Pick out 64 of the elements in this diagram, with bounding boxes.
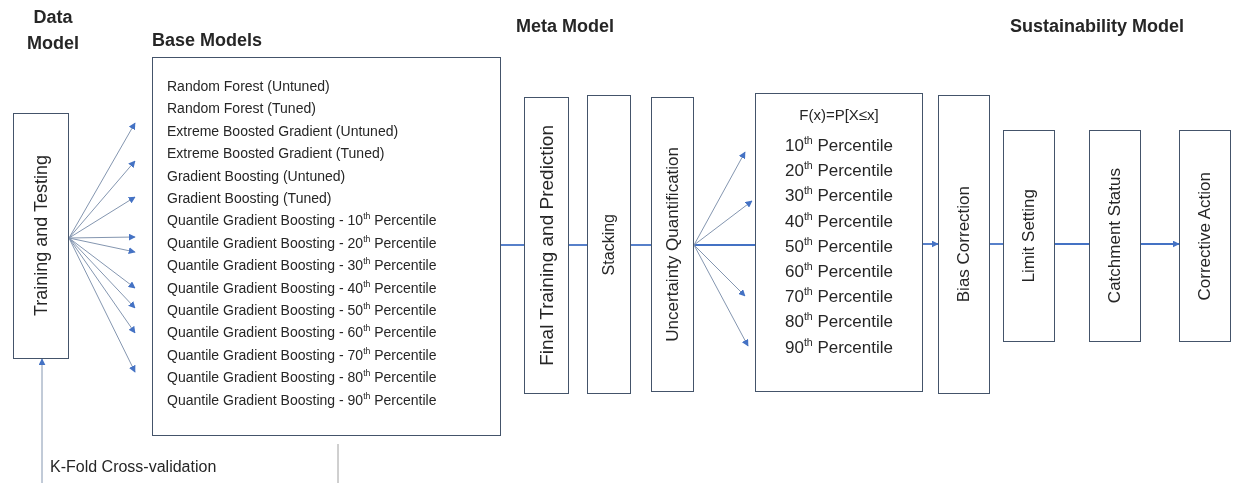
step-label: Uncertainty Quantification: [662, 147, 683, 342]
model-name: Extreme Boosted Gradient (Tuned): [167, 144, 386, 164]
step-label: Corrective Action: [1195, 171, 1215, 301]
percentile-label: 70$^{th}$ Percentile: [784, 284, 893, 309]
model-name: Random Forest (Tuned): [167, 99, 317, 119]
percentile-label: 90$^{th}$ Percentile: [784, 334, 893, 359]
model-name: Quantile Gradient Boosting - 10$^{th}$ Percentile: [167, 210, 438, 231]
arrow: [38, 358, 46, 483]
arrow: [693, 244, 746, 297]
model-list-box: [152, 57, 501, 436]
model-name: Quantile Gradient Boosting - 90$^{th}$ Percentile: [167, 390, 438, 410]
percentile-label: 80$^{th}$ Percentile: [784, 309, 893, 334]
step-label: Stacking: [600, 213, 618, 276]
section-heading: Data Model: [26, 6, 80, 55]
process-box: [1089, 130, 1141, 342]
note-text: K-Fold Cross-validation: [50, 458, 217, 476]
arrow: [68, 237, 136, 255]
section-heading: Base Models: [152, 30, 263, 51]
model-name: Quantile Gradient Boosting - 70$^{th}$ Percentile: [167, 345, 438, 365]
process-box: [13, 113, 69, 359]
formula: F(x)=P[X≤x]: [799, 106, 879, 123]
arrow: [68, 237, 136, 334]
percentile-label: 30$^{th}$ Percentile: [784, 183, 893, 208]
step-label: Training and Testing: [30, 155, 52, 317]
arrow: [68, 233, 136, 241]
model-name: Quantile Gradient Boosting - 40$^{th}$ Percentile: [167, 278, 438, 298]
step-label: Catchment Status: [1105, 168, 1125, 304]
process-box: [651, 97, 694, 392]
percentile-label: 40$^{th}$ Percentile: [784, 208, 893, 233]
arrow: [68, 237, 136, 309]
model-name: Random Forest (Untuned): [167, 77, 331, 96]
arrow: [68, 160, 136, 239]
model-name: Quantile Gradient Boosting - 50$^{th}$ Percentile: [167, 300, 438, 321]
arrow: [693, 244, 749, 347]
section-heading: Meta Model: [516, 16, 614, 37]
section-heading: Sustainability Model: [1010, 16, 1185, 37]
process-box: [1003, 130, 1055, 342]
arrow: [922, 240, 939, 248]
arrow: [693, 151, 746, 246]
process-box: [587, 95, 631, 394]
process-box: [1179, 130, 1231, 342]
arrow: [68, 237, 136, 373]
percentile-label: 10$^{th}$ Percentile: [784, 133, 893, 157]
model-name: Extreme Boosted Gradient (Untuned): [167, 121, 400, 141]
step-label: Final Training and Prediction: [535, 125, 558, 366]
arrow: [68, 122, 136, 239]
step-label: Limit Setting: [1019, 189, 1039, 283]
model-name: Quantile Gradient Boosting - 20$^{th}$ Percentile: [167, 233, 438, 253]
model-name: Quantile Gradient Boosting - 80$^{th}$ Percentile: [167, 367, 438, 388]
arrow: [1140, 240, 1180, 248]
process-box: [524, 97, 569, 394]
percentile-label: 20$^{th}$ Percentile: [784, 158, 893, 183]
model-name: Quantile Gradient Boosting - 60$^{th}$ Percentile: [167, 322, 438, 343]
step-label: Bias Correction: [954, 186, 974, 303]
model-name: Gradient Boosting (Untuned): [167, 166, 347, 186]
model-name: Quantile Gradient Boosting - 30$^{th}$ Percentile: [167, 255, 438, 276]
arrow: [68, 237, 136, 289]
percentile-box: [755, 93, 923, 392]
process-box: [938, 95, 990, 394]
arrow: [693, 200, 753, 246]
percentile-label: 50$^{th}$ Percentile: [784, 234, 893, 258]
arrow: [68, 196, 136, 239]
percentile-label: 60$^{th}$ Percentile: [784, 259, 893, 283]
model-name: Gradient Boosting (Tuned): [167, 189, 333, 209]
